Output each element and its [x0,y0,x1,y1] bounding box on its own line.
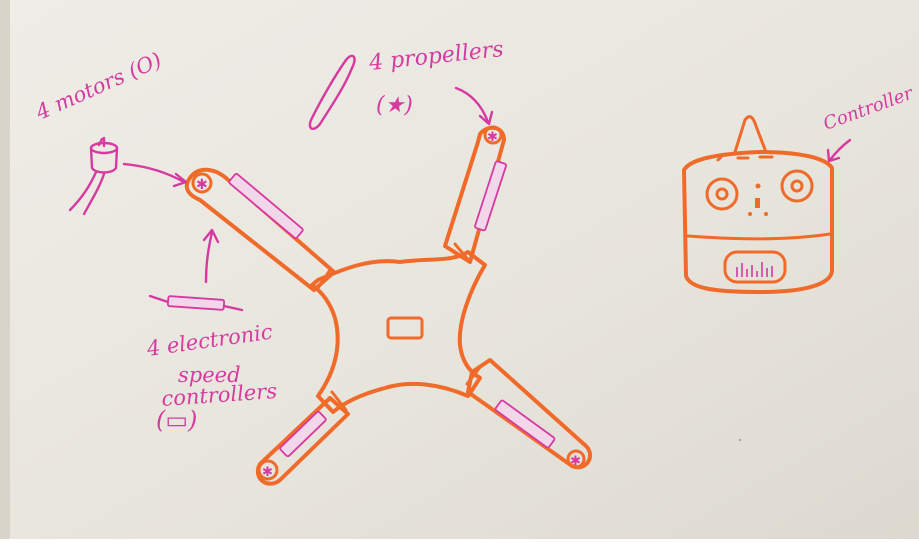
indicator-dot-top [756,184,761,189]
power-switch [755,198,760,208]
whiteboard-background [8,0,919,539]
whiteboard-frame-edge [0,0,10,539]
esc-label-symbol: (▭) [156,406,197,434]
propellers-label-line2: (★) [376,93,413,118]
propeller-star-north-east: ✱ [487,130,498,145]
indicator-dot-left [748,212,752,216]
board-speck [739,439,741,441]
propeller-star-south-west: ✱ [262,465,273,480]
indicator-dot-right [764,212,768,216]
propeller-star-north-west: ✱ [196,177,208,193]
propeller-star-south-east: ✱ [570,454,581,469]
